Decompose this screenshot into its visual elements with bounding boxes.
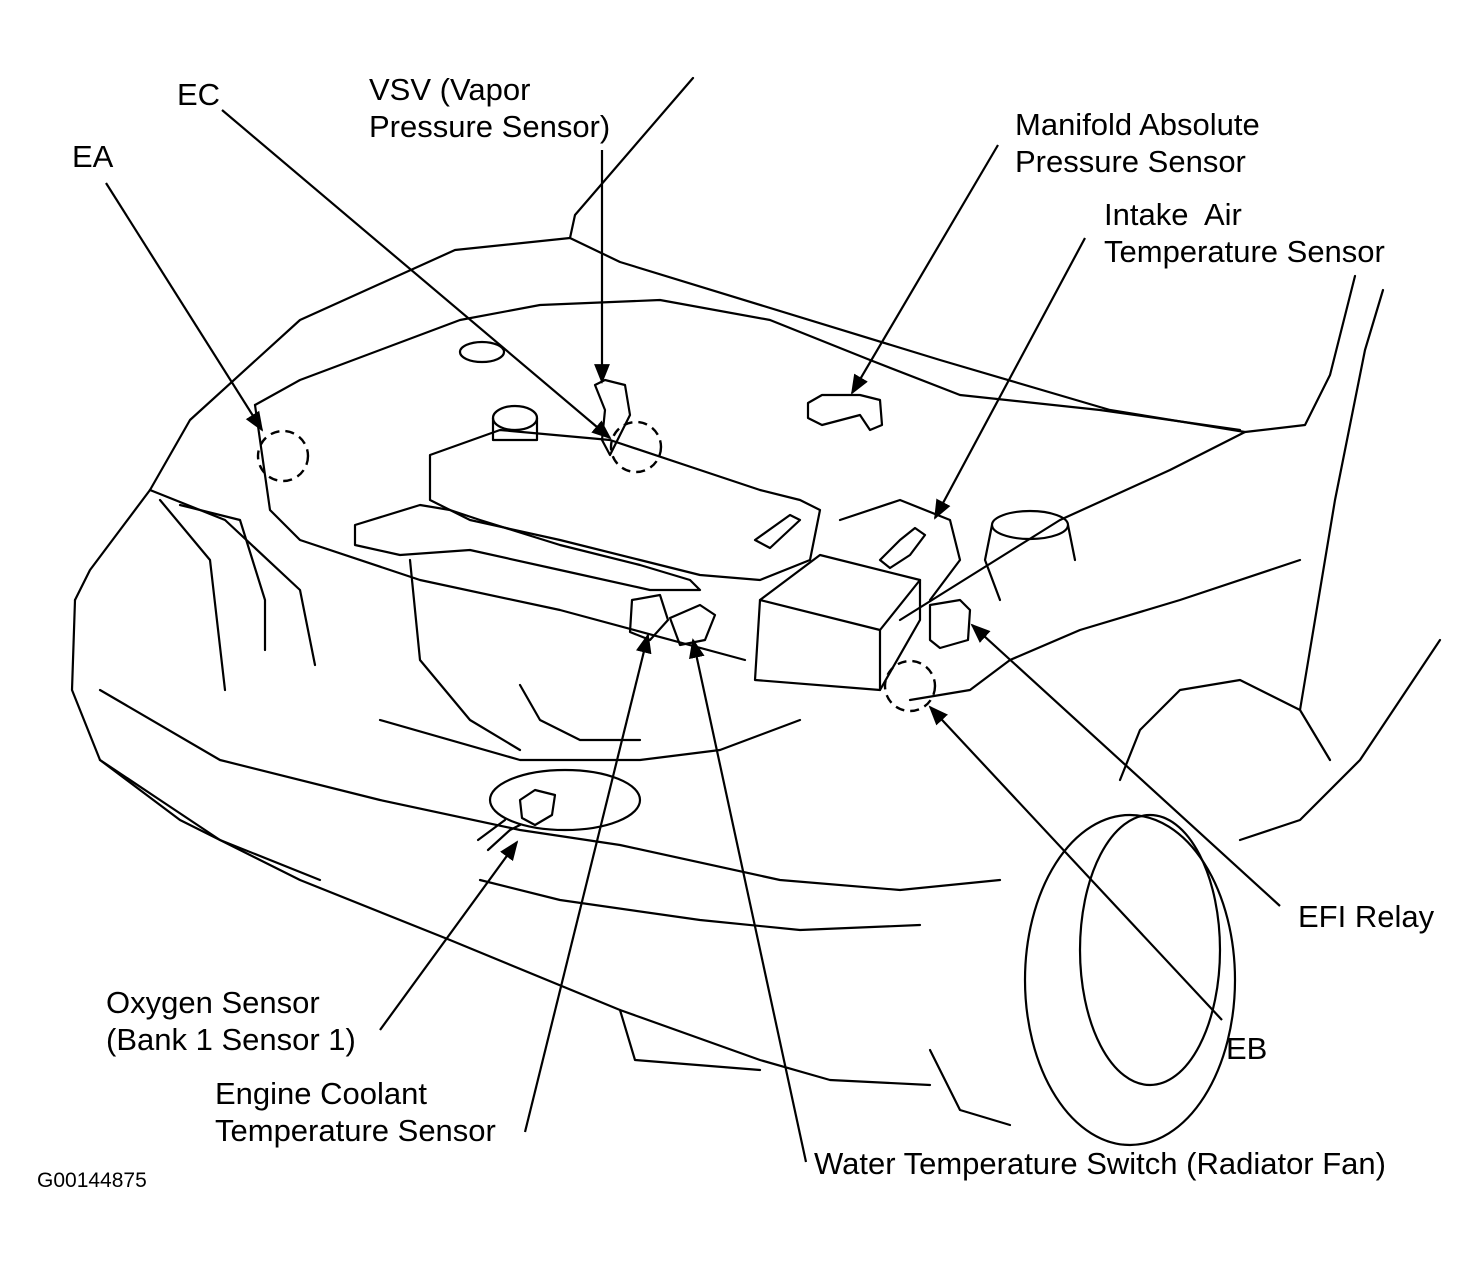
- label-oxygen-line1: Oxygen Sensor: [106, 985, 320, 1020]
- right-fender-line: [1298, 288, 1385, 762]
- label-ec: EC: [177, 76, 220, 113]
- hood-edge: [568, 76, 1357, 434]
- label-iat-line2: Temperature Sensor: [1104, 234, 1385, 269]
- label-iat-line1: Intake Air: [1104, 197, 1242, 232]
- leader-ea: [105, 182, 264, 432]
- label-map-sensor: Manifold Absolute Pressure Sensor: [1015, 106, 1260, 180]
- hood-left-edge: [148, 236, 572, 492]
- label-map-line2: Pressure Sensor: [1015, 144, 1246, 179]
- leader-water-switch: [689, 638, 808, 1163]
- label-vsv: VSV (Vapor Pressure Sensor): [369, 71, 610, 145]
- label-water-switch: Water Temperature Switch (Radiator Fan): [814, 1145, 1386, 1182]
- location-eb-circle: [883, 659, 937, 713]
- leader-map: [850, 144, 999, 395]
- label-oxygen-sensor: Oxygen Sensor (Bank 1 Sensor 1): [106, 984, 356, 1058]
- label-vsv-line2: Pressure Sensor): [369, 109, 611, 144]
- label-ec-text: EC: [177, 77, 221, 112]
- location-ec-circle: [609, 420, 663, 474]
- leader-ect: [523, 633, 652, 1133]
- label-eb-text: EB: [1226, 1031, 1268, 1066]
- label-vsv-line1: VSV (Vapor: [369, 72, 531, 107]
- label-ect-line2: Temperature Sensor: [215, 1113, 496, 1148]
- label-ect-line1: Engine Coolant: [215, 1076, 427, 1111]
- label-map-line1: Manifold Absolute: [1015, 107, 1260, 142]
- location-ea-circle: [256, 429, 310, 483]
- label-ect-sensor: Engine Coolant Temperature Sensor: [215, 1075, 496, 1149]
- label-iat-sensor: Intake Air Temperature Sensor: [1104, 196, 1385, 270]
- leader-ec: [221, 109, 612, 440]
- leader-eb: [928, 705, 1223, 1021]
- vehicle-outline: [70, 76, 1442, 1147]
- label-ea-text: EA: [72, 139, 114, 174]
- leader-efi-relay: [970, 623, 1281, 907]
- label-efi-relay: EFI Relay: [1298, 898, 1434, 935]
- label-oxygen-line2: (Bank 1 Sensor 1): [106, 1022, 356, 1057]
- leader-iat: [934, 237, 1086, 520]
- label-ea: EA: [72, 138, 113, 175]
- leader-oxygen: [379, 840, 519, 1031]
- figure-id: G00144875: [37, 1169, 147, 1192]
- label-water-switch-text: Water Temperature Switch (Radiator Fan): [814, 1146, 1386, 1181]
- label-eb: EB: [1226, 1030, 1267, 1067]
- label-efi-relay-text: EFI Relay: [1298, 899, 1435, 934]
